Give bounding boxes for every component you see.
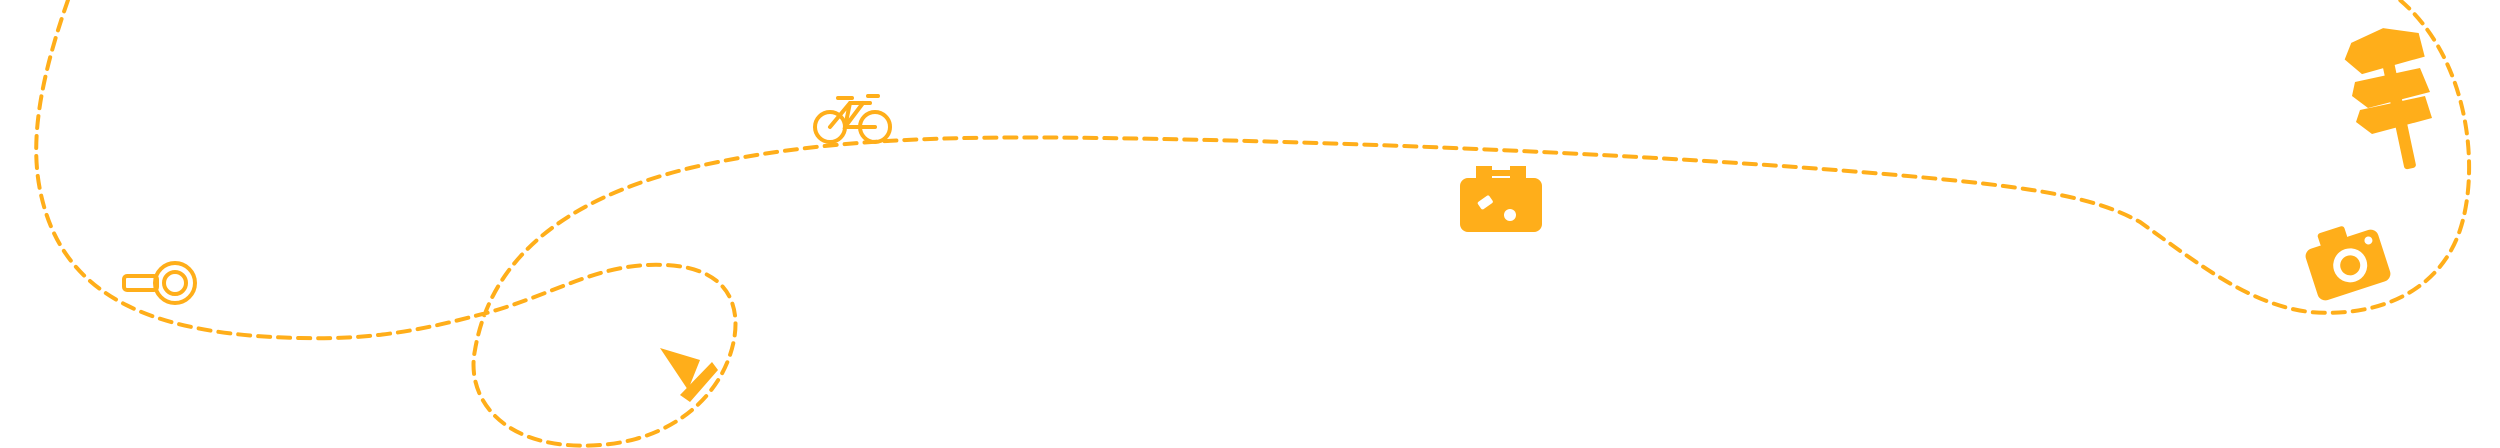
bicycle-icon — [813, 94, 892, 144]
signpost-icon — [2344, 28, 2432, 170]
dashed-route-path — [34, 0, 2472, 448]
magnifier-icon — [122, 261, 197, 305]
suitcase-icon — [1460, 166, 1542, 232]
camera-icon — [2305, 226, 2391, 301]
sailboat-icon — [660, 348, 718, 402]
